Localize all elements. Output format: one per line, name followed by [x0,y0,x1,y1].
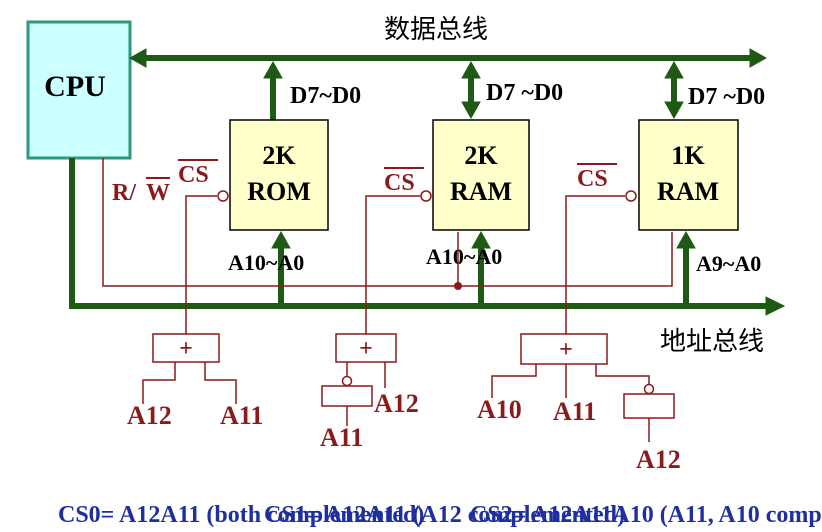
gate3-input-a11: A11 [553,397,596,426]
cs-line-ram1 [365,190,432,334]
or-gate-2 [321,333,397,426]
data-bus-label: 数据总线 [384,15,488,45]
addr-connection-ram1 [471,230,491,306]
or-gate-2-symbol: + [359,336,373,362]
gate2-input-a11: A11 [320,423,363,452]
addr-lines-label-ram1: A10~A0 [426,244,502,269]
gate3-input-a10: A10 [477,395,522,424]
address-bus-label: 地址总线 [660,327,764,357]
data-lines-label-rom: D7~D0 [290,83,361,109]
gate1-input-a12: A12 [127,401,172,430]
gate1-input-a11: A11 [220,401,263,430]
chip-ram1-box [432,119,530,231]
data-bus [128,48,768,68]
data-connection-ram2 [664,60,684,120]
gate2-input-a12: A12 [374,389,419,418]
data-lines-label-ram2: D7 ~D0 [688,84,765,110]
chip-ram2-type: RAM [657,177,719,206]
addr-lines-label-rom: A10~A0 [228,250,304,275]
or-gate-3 [491,333,675,442]
rw-line [102,158,673,287]
equation-cs2: CS2= A12A11A10 (A11, A10 complemented) [470,502,822,528]
cs-label-ram2: CS [577,166,608,192]
cs-label-ram1: CS [384,170,415,196]
chip-rom-size: 2K [262,141,296,170]
rw-label-w: W [146,180,170,206]
or-gate-3-symbol: + [559,337,573,363]
data-connection-rom [263,60,283,122]
chip-ram2-box [638,119,739,231]
equation-cs0: CS0= A12A11 (both complemented) [58,502,424,528]
chip-ram1-type: RAM [450,177,512,206]
or-gate-1 [142,333,237,404]
equation-cs1: CS1= A12A11 (A12 complemented) [264,502,625,528]
chip-ram2-size: 1K [671,141,705,170]
cpu-box [26,20,132,160]
data-connection-ram1 [461,60,481,120]
rw-junction-dot [454,282,462,290]
cs-label-rom: CS [178,162,209,188]
cpu-label: CPU [44,70,106,103]
cs-line-rom [185,190,229,334]
addr-connection-rom [271,230,291,306]
data-lines-label-ram1: D7 ~D0 [486,80,563,106]
or-gate-1-symbol: + [179,336,193,362]
gate3-input-a12: A12 [636,445,681,474]
addr-lines-label-ram2: A9~A0 [696,251,761,276]
rw-label-r: R/ [112,180,136,206]
chip-rom-box [229,119,329,231]
addr-connection-ram2 [676,230,696,306]
chip-ram1-size: 2K [464,141,498,170]
chip-rom-type: ROM [247,177,311,206]
cs-line-ram2 [565,190,637,334]
